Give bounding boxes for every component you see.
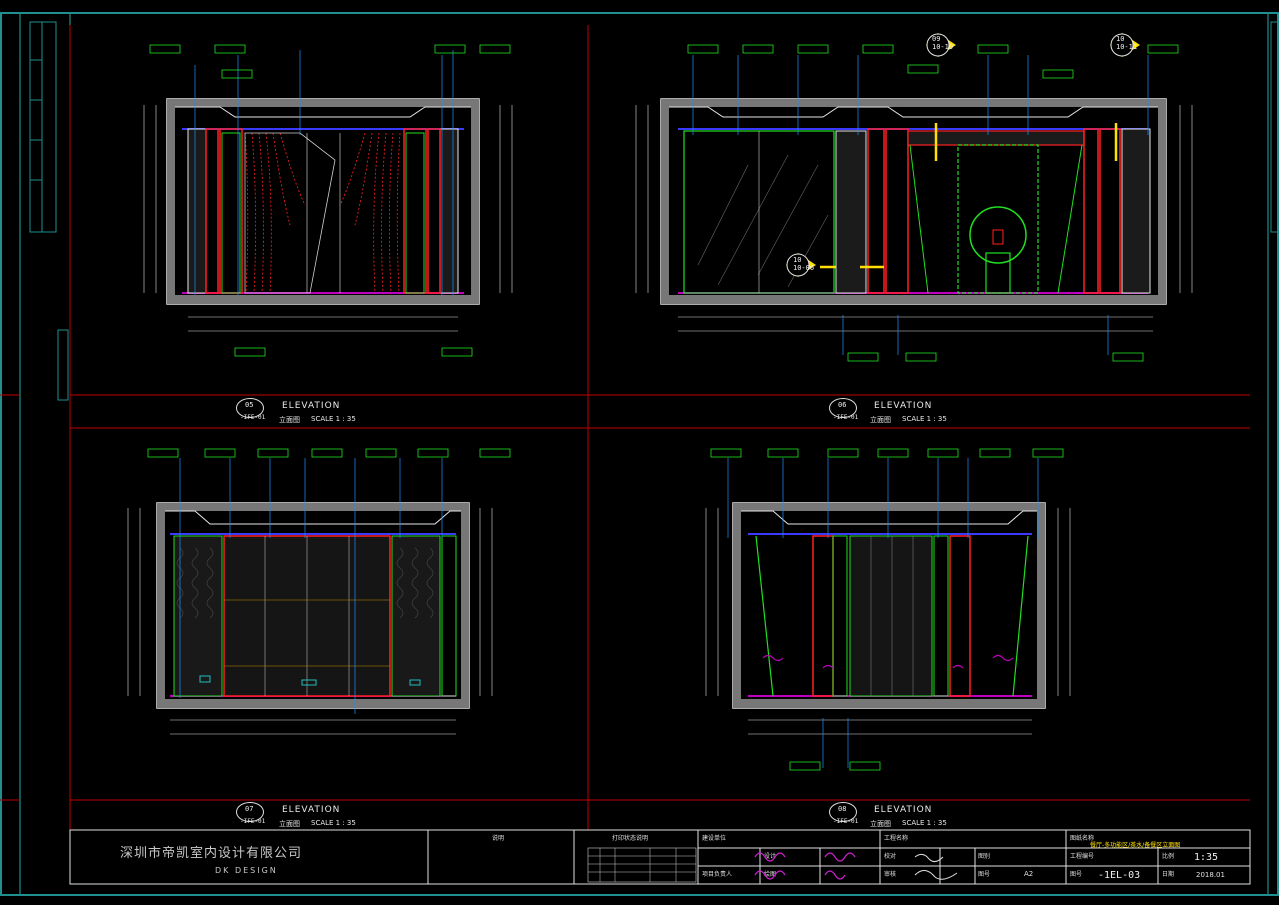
category-label: 图别 <box>978 853 991 860</box>
section-marker-num: 10 <box>1116 35 1125 43</box>
elevation-sub: -IFE-01 <box>833 818 859 825</box>
print-status-label: 打印状态说明 <box>612 835 649 842</box>
number-label: 图号 <box>978 871 991 878</box>
project-label: 工程名称 <box>884 835 909 842</box>
date-label: 日期 <box>1162 871 1175 878</box>
elevation-id: 06 <box>838 401 847 409</box>
project-manager-label: 项目负责人 <box>702 871 733 878</box>
elevation-07-drawing <box>127 448 511 735</box>
elevation-kind: 立面图 <box>870 820 891 828</box>
elevation-sub: -IFE-01 <box>833 414 859 421</box>
elevation-title: ELEVATION <box>874 401 933 411</box>
elevation-title: ELEVATION <box>282 805 341 815</box>
drawing-scale: 1:35 <box>1194 852 1219 863</box>
elevation-sub: -IFE-01 <box>240 818 266 825</box>
company-design-tag: DK DESIGN <box>215 866 278 875</box>
section-marker-ref: 10-11 <box>1116 43 1138 51</box>
elevation-08-drawing <box>705 448 1071 771</box>
drawing-number: -1EL-03 <box>1098 870 1141 881</box>
section-marker-num: 09 <box>932 35 941 43</box>
elevation-title: ELEVATION <box>874 805 933 815</box>
elevation-id: 07 <box>245 805 254 813</box>
elevation-kind: 立面图 <box>279 820 300 828</box>
design-label: 设计 <box>764 853 777 860</box>
section-marker-ref: 10-06 <box>793 264 815 272</box>
drawing-label: 绘图 <box>764 871 777 878</box>
elevation-title: ELEVATION <box>282 401 341 411</box>
client-label: 建设单位 <box>702 835 727 842</box>
elevation-id: 05 <box>245 401 254 409</box>
elevation-id-circle <box>829 802 857 822</box>
elevation-06-drawing <box>635 33 1193 362</box>
signature-marks <box>754 852 958 880</box>
drawing-date: 2018.01 <box>1196 871 1225 879</box>
elevation-kind: 立面图 <box>870 416 891 424</box>
sheet-size: A2 <box>1024 870 1034 878</box>
elevation-sub: -IFE-01 <box>240 414 266 421</box>
elevation-id-circle <box>236 398 264 418</box>
number-label-2: 图号 <box>1070 871 1083 878</box>
elevation-kind: 立面图 <box>279 416 300 424</box>
check-label: 校对 <box>884 853 897 860</box>
elevation-scale: SCALE 1 : 35 <box>311 415 356 423</box>
section-marker-ref: 10-10 <box>932 43 954 51</box>
elevation-scale: SCALE 1 : 35 <box>902 415 947 423</box>
elevation-scale: SCALE 1 : 35 <box>311 819 356 827</box>
review-label: 审核 <box>884 871 897 878</box>
elevation-id-circle <box>829 398 857 418</box>
drawing-name: 餐厅-多功能区/茶水/备餐区立面图 <box>1090 842 1181 849</box>
section-marker-06-bottom: 10 10-06 <box>793 256 814 272</box>
section-marker-06-top-right: 10 10-11 <box>1116 35 1137 51</box>
project-no-label: 工程编号 <box>1070 853 1095 860</box>
elevation-id: 08 <box>838 805 847 813</box>
scale-label: 比例 <box>1162 853 1175 860</box>
company-name: 深圳市帝凯室内设计有限公司 <box>120 846 303 861</box>
notes-label: 说明 <box>492 835 505 842</box>
section-marker-06-top-left: 09 10-10 <box>932 35 953 51</box>
elevation-id-circle <box>236 802 264 822</box>
drawing-name-label: 图纸名称 <box>1070 835 1095 842</box>
section-marker-num: 10 <box>793 256 802 264</box>
elevation-05-drawing <box>143 44 513 357</box>
elevation-scale: SCALE 1 : 35 <box>902 819 947 827</box>
